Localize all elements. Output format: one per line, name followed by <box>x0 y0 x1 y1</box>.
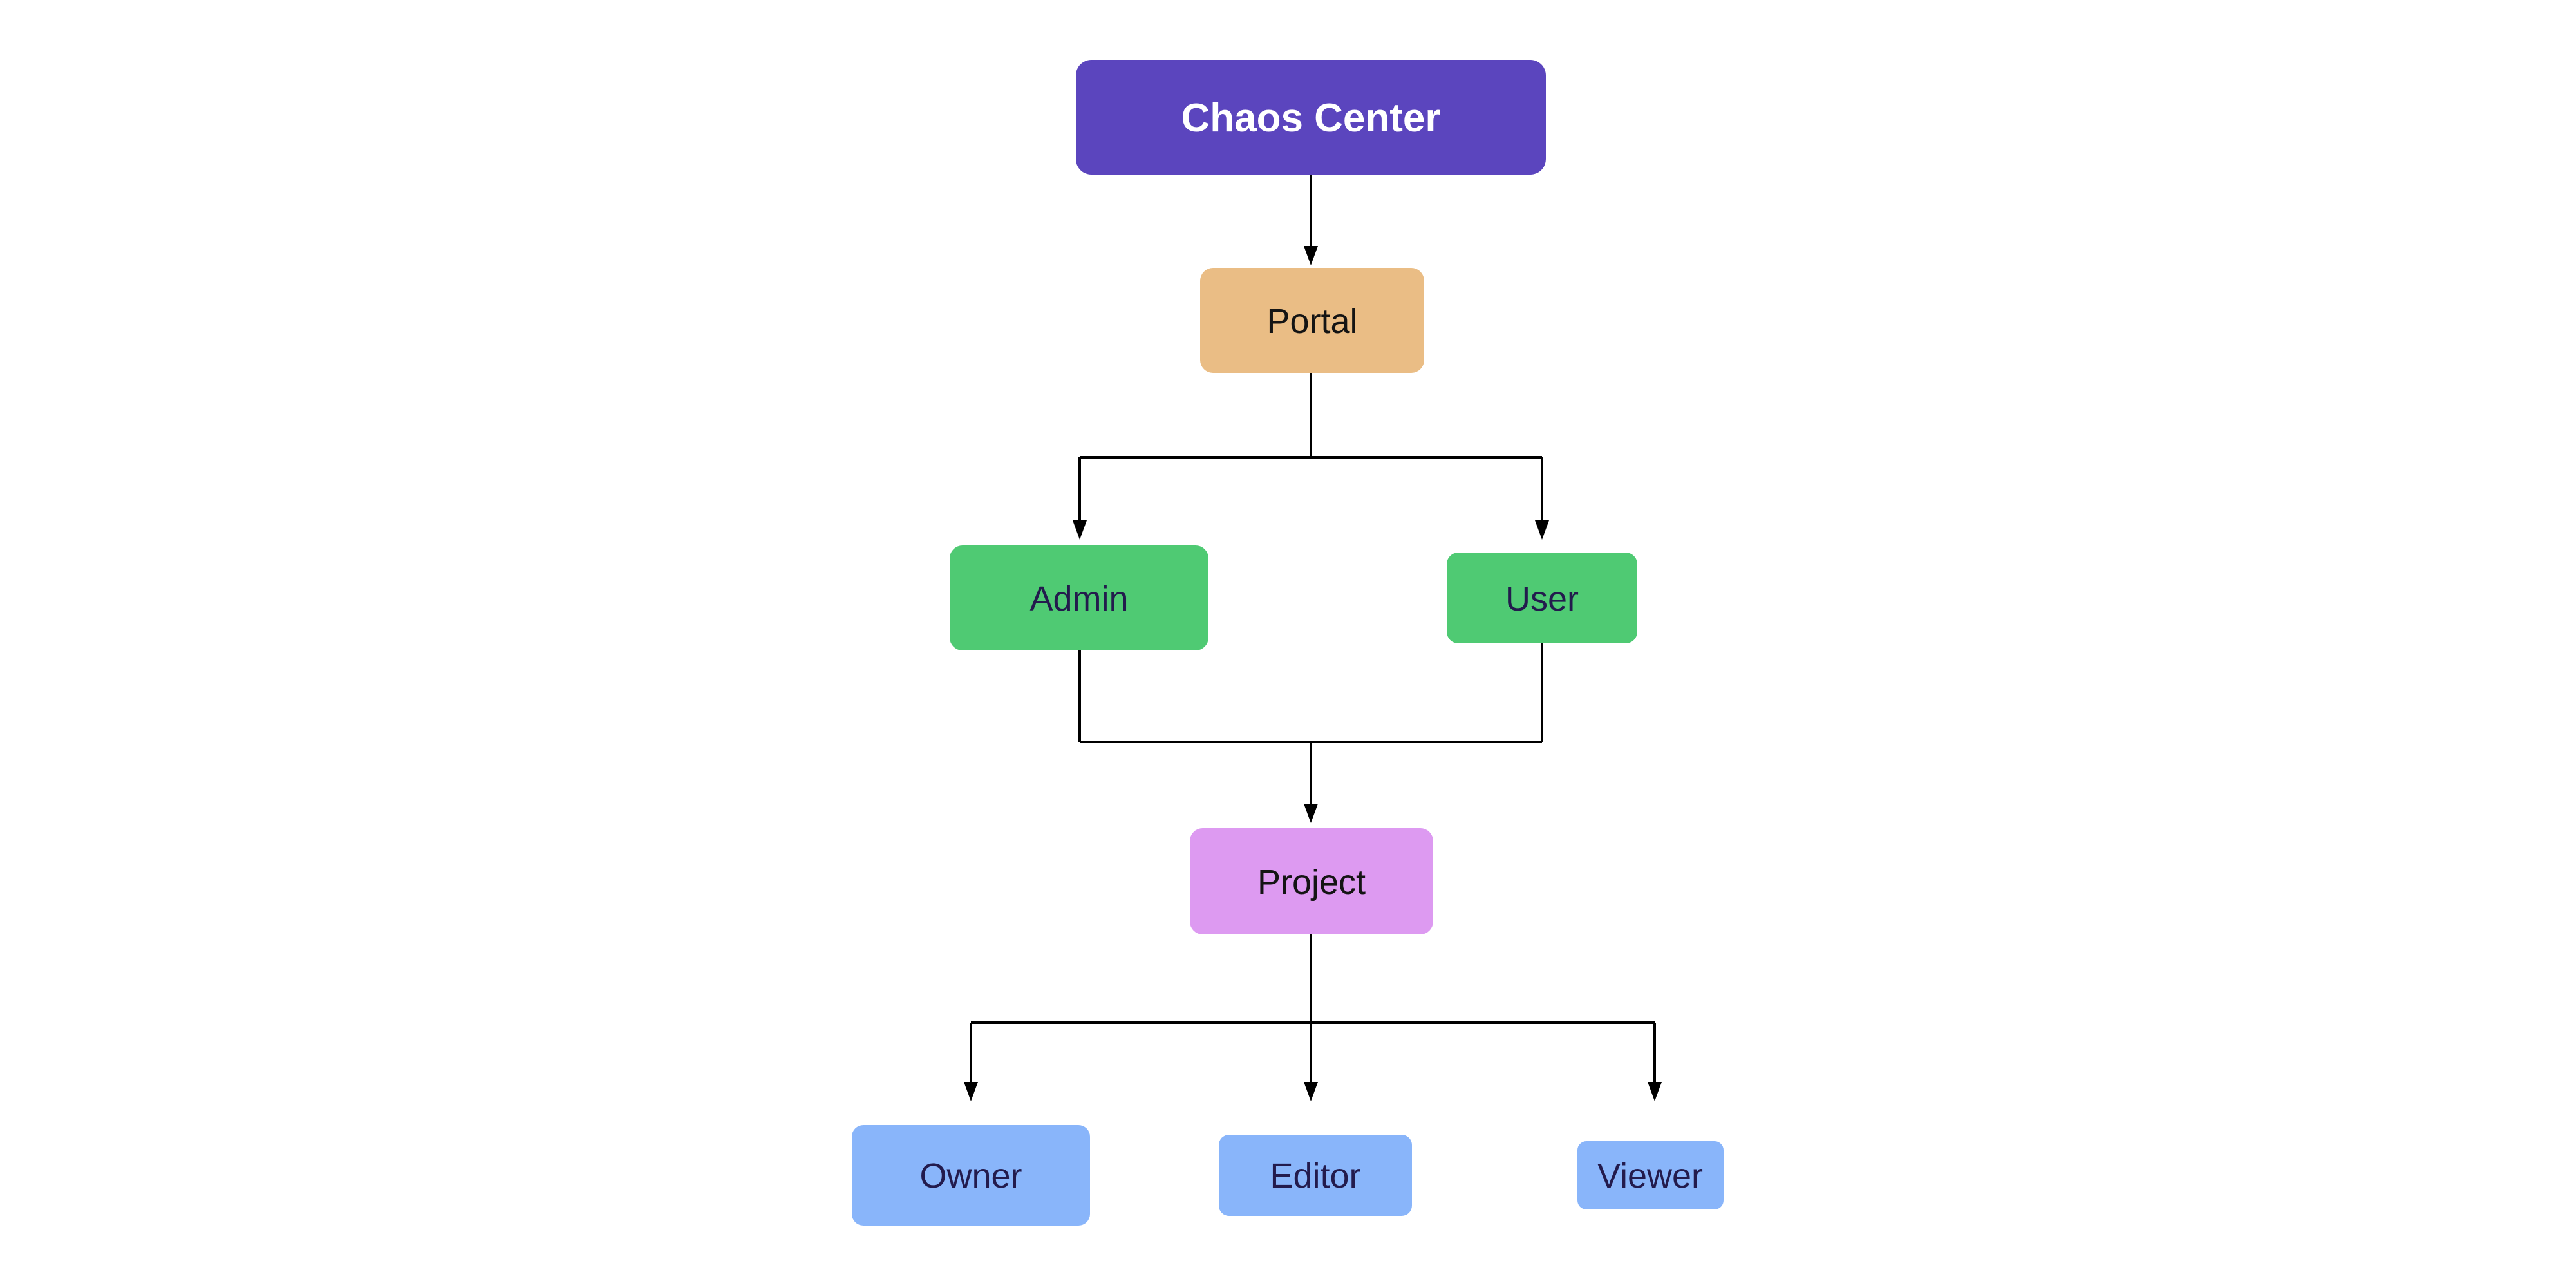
node-viewer-box <box>1577 1141 1724 1209</box>
node-admin-box <box>950 545 1208 650</box>
edge-merge-project <box>1078 643 1543 805</box>
arrowhead-into-admin <box>1073 520 1087 540</box>
node-portal-box <box>1200 268 1424 373</box>
node-editor: Editor <box>1219 1135 1412 1216</box>
node-chaos-center-box <box>1076 60 1546 175</box>
node-owner: Owner <box>852 1125 1090 1226</box>
arrowhead-into-viewer <box>1648 1082 1662 1101</box>
arrowhead-into-portal <box>1304 246 1318 265</box>
edge-lines <box>970 175 1656 1083</box>
node-user-box <box>1447 553 1637 643</box>
node-chaos-center-label: Chaos Center <box>1181 96 1440 140</box>
edge-portal-split <box>1078 372 1543 522</box>
node-viewer: Viewer <box>1577 1141 1724 1209</box>
edge-project-split <box>970 934 1656 1083</box>
node-editor-box <box>1219 1135 1412 1216</box>
node-portal: Portal <box>1200 268 1424 373</box>
node-owner-box <box>852 1125 1090 1226</box>
arrowhead-into-editor <box>1304 1082 1318 1101</box>
node-viewer-label: Viewer <box>1597 1157 1703 1195</box>
edge-arrowheads <box>964 246 1662 1101</box>
node-user: User <box>1447 553 1637 643</box>
node-admin-label: Admin <box>1029 580 1128 618</box>
node-project-label: Project <box>1257 863 1366 902</box>
node-editor-label: Editor <box>1270 1157 1360 1195</box>
node-admin: Admin <box>950 545 1208 650</box>
arrowhead-into-user <box>1535 520 1549 540</box>
node-user-label: User <box>1505 580 1579 618</box>
node-project-box <box>1190 828 1433 934</box>
node-project: Project <box>1190 828 1433 934</box>
arrowhead-into-owner <box>964 1082 978 1101</box>
arrowhead-into-project <box>1304 804 1318 823</box>
node-owner-label: Owner <box>919 1157 1022 1195</box>
node-chaos-center: Chaos Center <box>1076 60 1546 175</box>
node-portal-label: Portal <box>1266 302 1357 341</box>
